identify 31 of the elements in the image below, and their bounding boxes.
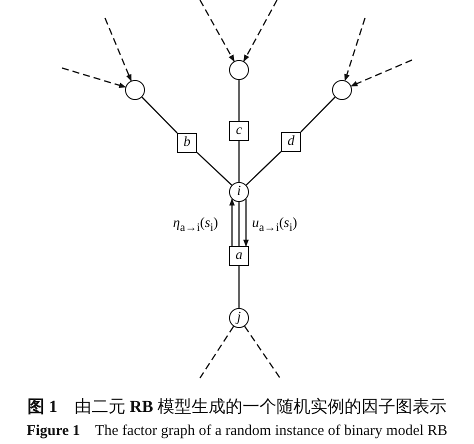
figure-caption: 图 1 由二元 RB 模型生成的一个随机实例的因子图表示 — [26, 396, 448, 418]
dashed-arrow — [243, 0, 278, 62]
dashed-arrow — [350, 59, 412, 87]
dashed-arrow — [62, 67, 126, 88]
variable-circle: i — [229, 182, 249, 202]
factor-box: d — [281, 132, 301, 152]
factor-box: a — [229, 246, 249, 266]
dashed-arrow — [104, 18, 132, 82]
variable-circle — [332, 80, 352, 100]
connector-line — [238, 266, 240, 308]
factor-box: c — [229, 121, 249, 141]
connector-line — [238, 141, 240, 182]
connector-line — [300, 96, 336, 132]
variable-circle — [229, 60, 249, 80]
connector-line — [238, 202, 240, 246]
factor-box: b — [177, 133, 197, 153]
dashed-arrow — [199, 0, 235, 62]
connector-line — [196, 152, 232, 186]
variable-circle: j — [229, 308, 249, 328]
dashed-arrow — [344, 18, 366, 82]
message-arrow — [229, 198, 235, 246]
figure-caption: Figure 1 The factor graph of a random instance of binary model RB — [26, 422, 448, 440]
connector-line — [142, 96, 178, 134]
dashed-line — [199, 326, 234, 378]
variable-circle — [125, 80, 145, 100]
message-label: η$_{a→i}$(s$_{i}$) — [172, 216, 220, 234]
message-arrow — [243, 199, 249, 247]
connector-line — [238, 80, 240, 121]
dashed-line — [244, 326, 281, 378]
connector-line — [246, 151, 282, 186]
message-label: u$_{a→i}$(s$_{i}$) — [251, 216, 298, 234]
